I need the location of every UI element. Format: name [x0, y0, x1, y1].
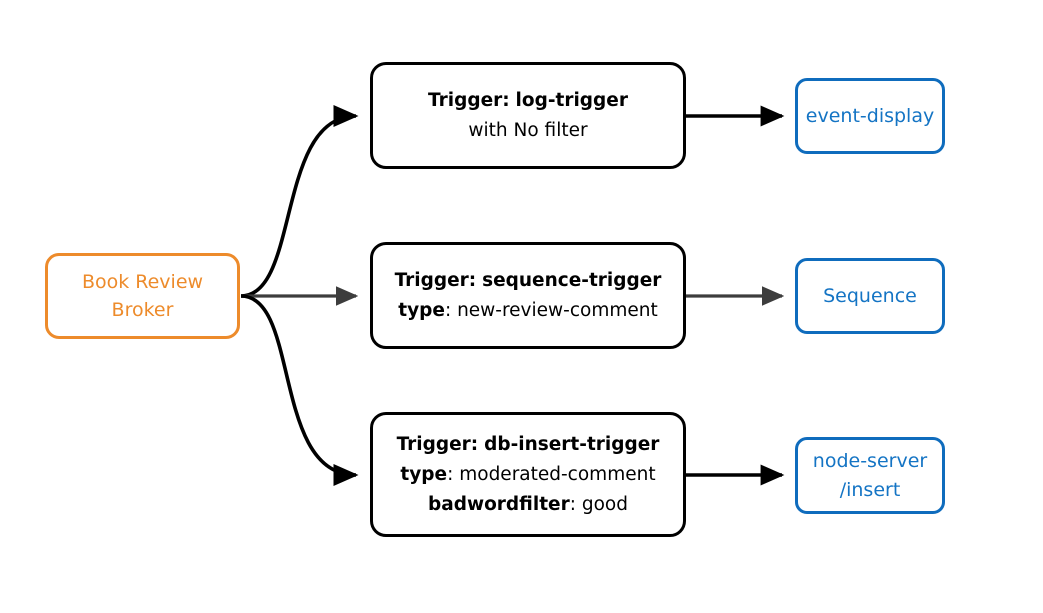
broker-label-line-1: Book Review — [81, 271, 204, 293]
trigger-detail-key: type — [400, 463, 448, 485]
node-target-node-server-insert[interactable]: node-server /insert — [795, 437, 945, 514]
trigger-title-line: Trigger: db-insert-trigger — [397, 430, 660, 460]
target-label-line-1: Sequence — [823, 284, 917, 307]
trigger-title-name: sequence-trigger — [482, 269, 662, 291]
trigger-detail-value: with No filter — [468, 119, 588, 141]
node-target-event-display[interactable]: event-display — [795, 78, 945, 154]
trigger-extra-value: : good — [569, 493, 628, 515]
broker-label-line-2: Broker — [111, 299, 174, 321]
target-label-line-2: /insert — [839, 478, 901, 501]
target-label-line-1: event-display — [805, 104, 935, 127]
node-target-sequence[interactable]: Sequence — [795, 258, 945, 334]
trigger-title-prefix: Trigger: — [428, 89, 510, 111]
trigger-title-name: db-insert-trigger — [484, 433, 660, 455]
trigger-title-prefix: Trigger: — [396, 433, 479, 455]
trigger-title-line: Trigger: log-trigger — [428, 86, 628, 116]
trigger-extra-key: badwordfilter — [428, 493, 570, 515]
trigger-extra-line: badwordfilter: good — [428, 490, 628, 520]
trigger-detail-value: : moderated-comment — [447, 463, 656, 485]
node-trigger-log-trigger[interactable]: Trigger: log-trigger with No filter — [370, 62, 686, 169]
trigger-title-prefix: Trigger: — [394, 269, 477, 291]
trigger-detail-key: type — [398, 299, 445, 321]
target-label-line-1: node-server — [812, 449, 928, 472]
node-book-review-broker[interactable]: Book Review Broker — [45, 253, 240, 339]
trigger-detail-line: type: moderated-comment — [400, 460, 655, 490]
trigger-detail-line: type: new-review-comment — [398, 296, 657, 326]
edge-broker-to-log-trigger — [240, 104, 359, 298]
node-trigger-db-insert-trigger[interactable]: Trigger: db-insert-trigger type: moderat… — [370, 412, 686, 537]
trigger-detail-line: with No filter — [468, 116, 587, 146]
trigger-title-name: log-trigger — [515, 89, 628, 111]
trigger-title-line: Trigger: sequence-trigger — [395, 266, 662, 296]
node-trigger-sequence-trigger[interactable]: Trigger: sequence-trigger type: new-revi… — [370, 242, 686, 349]
edge-broker-to-db-insert-trigger — [240, 294, 359, 487]
trigger-detail-value: : new-review-comment — [444, 299, 658, 321]
